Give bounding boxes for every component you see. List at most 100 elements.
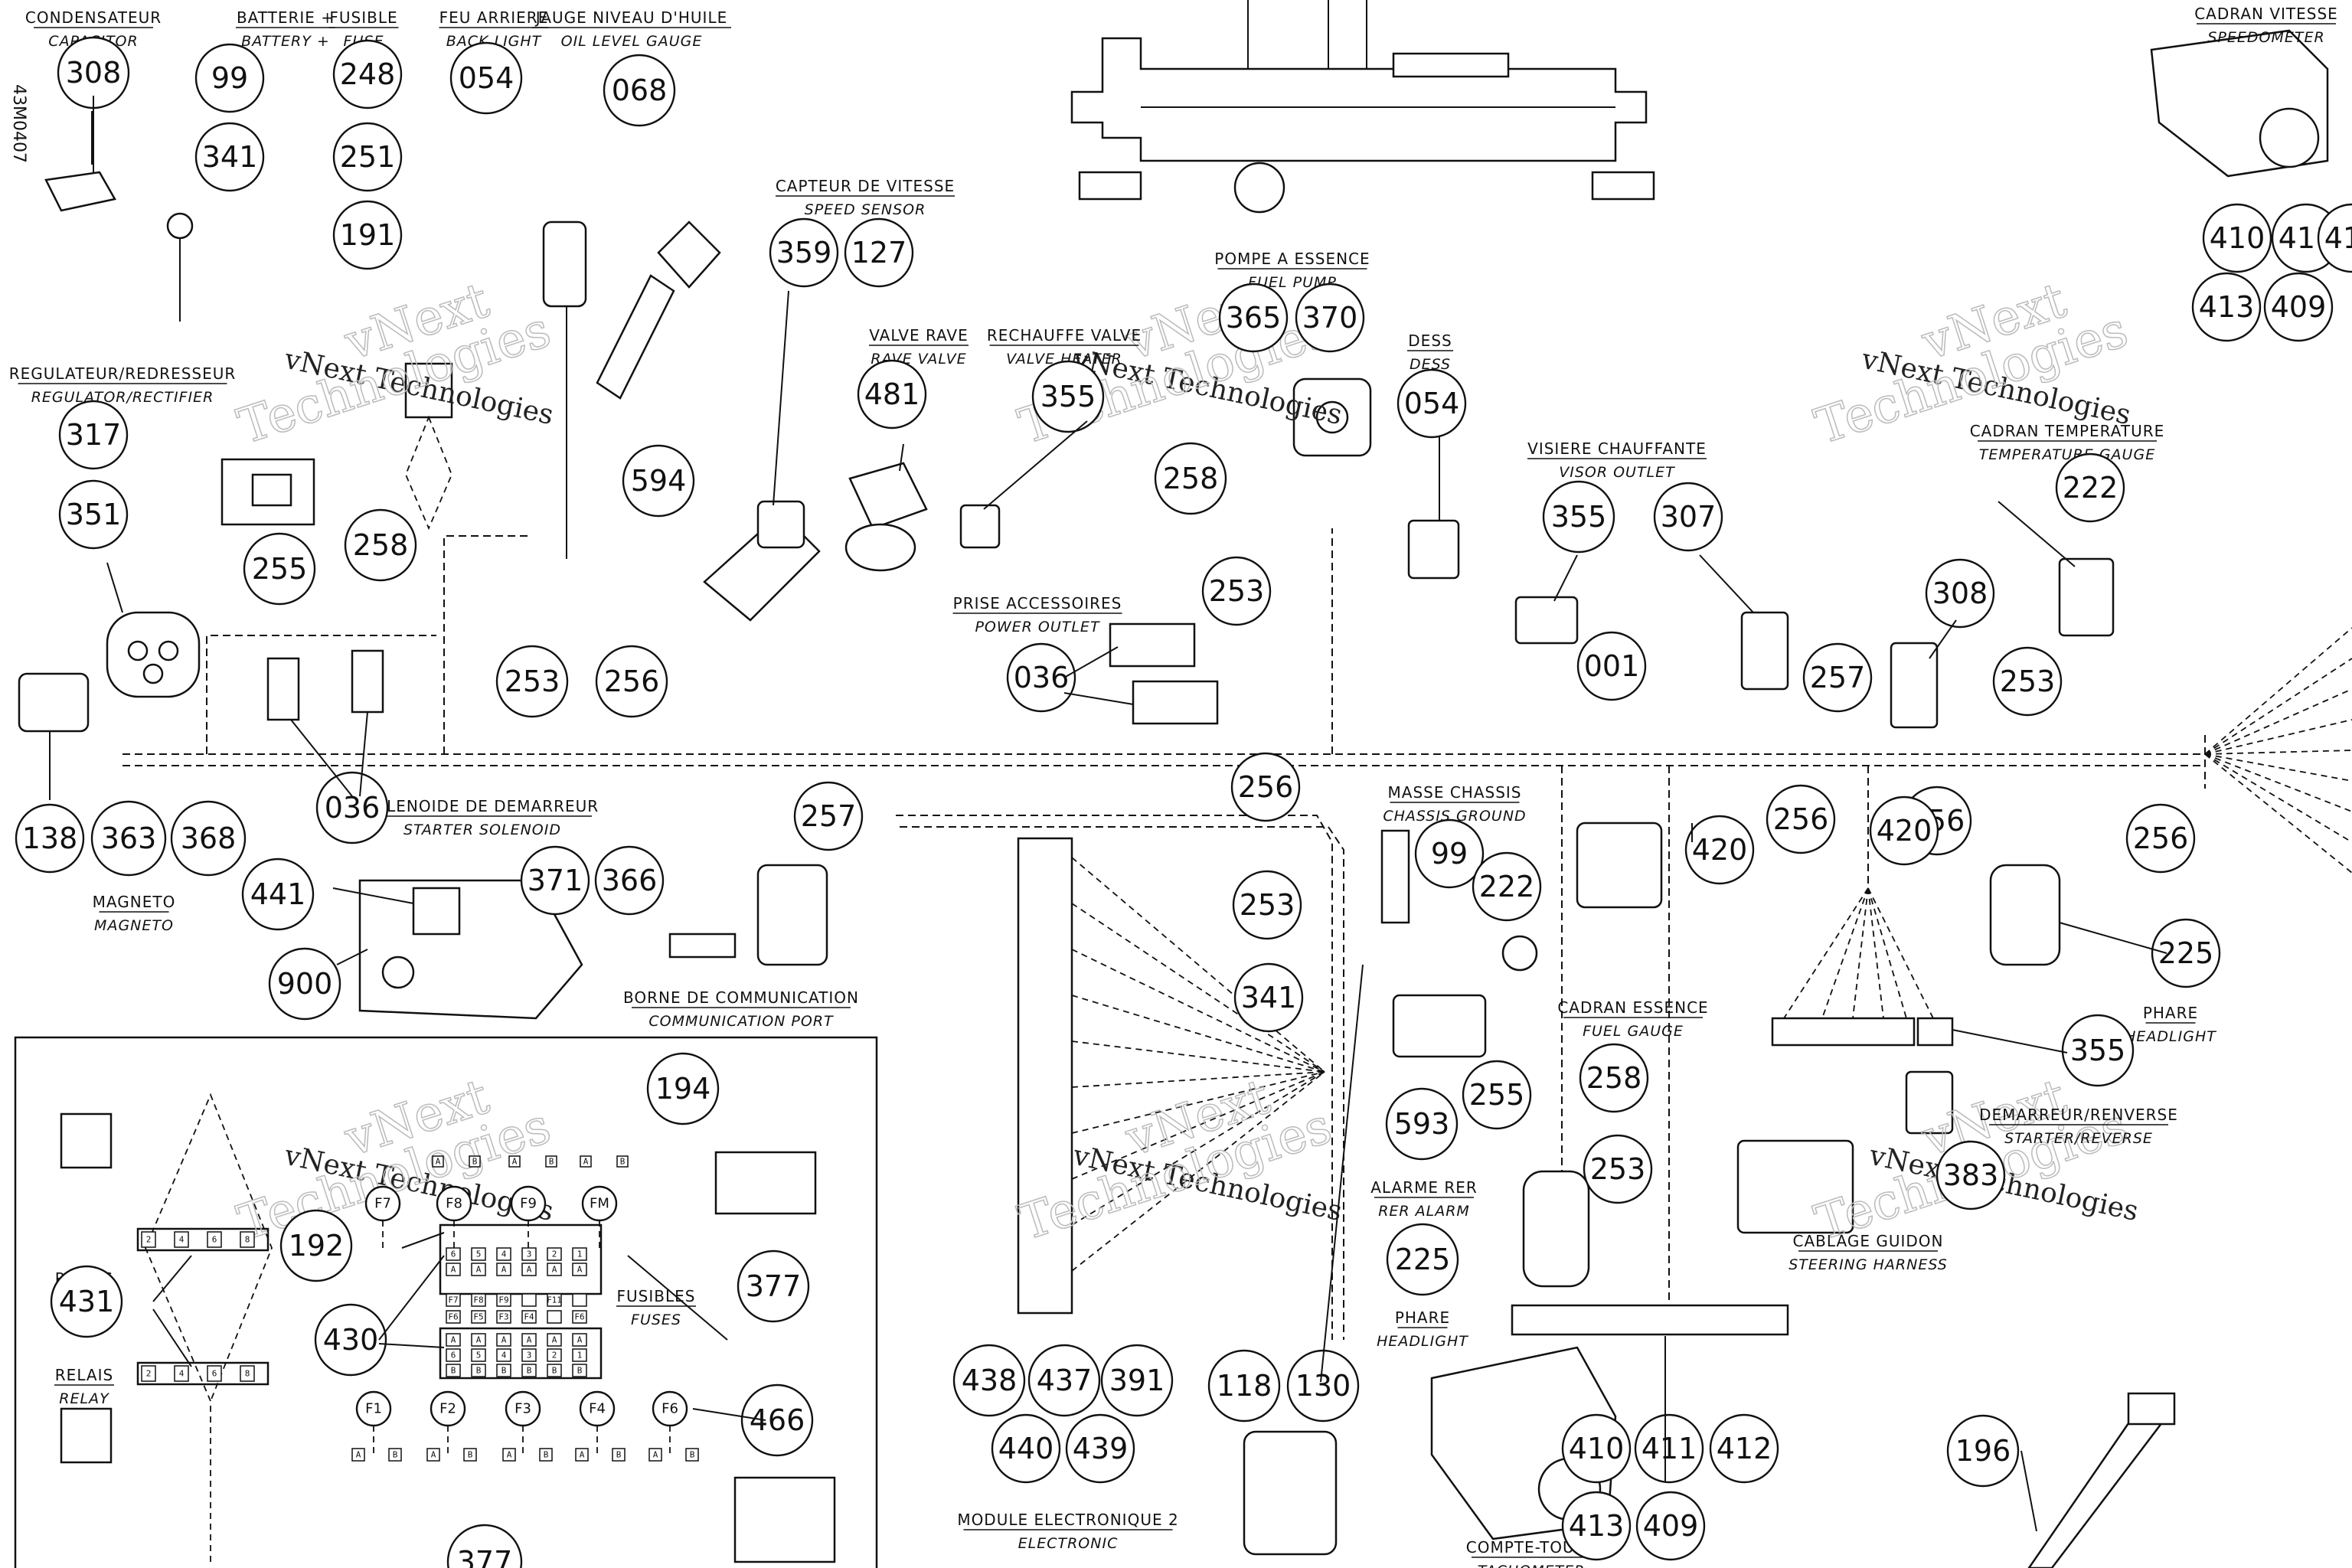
- fuse-pin-number-label: 2: [552, 1351, 557, 1361]
- fuse-tag: F9: [510, 1185, 547, 1250]
- callout-circle: [622, 444, 695, 518]
- fuse-pin-name: F6: [572, 1310, 587, 1324]
- callout-bubble: 900: [268, 947, 341, 1021]
- callout-bubble: 257: [793, 781, 864, 851]
- fuse-pin-number: 3: [521, 1348, 537, 1362]
- fuse-pin-letter-label: B: [501, 1366, 507, 1376]
- fuse-pin-letter: B: [496, 1364, 511, 1377]
- label-english: MAGNETO: [94, 917, 174, 934]
- speed-sensor: [703, 500, 821, 622]
- callout-number: 253: [2000, 665, 2056, 698]
- callout-circle: [1286, 1349, 1360, 1423]
- fuse-pin-number: 1: [572, 1247, 587, 1261]
- callout-circle: [1462, 1060, 1532, 1130]
- callout-circle: [446, 1524, 523, 1568]
- callout-number: 366: [602, 864, 658, 897]
- callout-circle: [857, 359, 927, 430]
- callout-number: 391: [1109, 1364, 1165, 1397]
- callout-bubble: 222: [2055, 452, 2125, 523]
- callout-number: 258: [1586, 1061, 1642, 1095]
- callout-circle: [58, 479, 129, 550]
- fuse-pin-number: 2: [547, 1247, 562, 1261]
- fuse-ab-pin-label: B: [620, 1157, 626, 1167]
- callout-bubble: 371: [520, 845, 590, 916]
- chassis-ground-block: [1380, 829, 1538, 972]
- communication-port: [668, 864, 828, 966]
- label-french: DESS: [1408, 332, 1452, 350]
- callout-bubble: 355: [1542, 480, 1615, 554]
- callout-number: 900: [277, 967, 333, 1001]
- fuse-pin-letter: B: [446, 1364, 461, 1377]
- callout-bubble: 256: [595, 645, 668, 718]
- fuse-pin-letter: A: [521, 1263, 537, 1276]
- oil-level-gauge: [542, 220, 721, 559]
- callout-number: 370: [1302, 301, 1358, 335]
- label-english: VISOR OUTLET: [1559, 464, 1675, 481]
- callout-circle: [1100, 1344, 1174, 1417]
- callout-bubble: 192: [279, 1209, 353, 1282]
- callout-bubble: 253: [1583, 1134, 1653, 1204]
- label-french: MODULE ELECTRONIQUE 2: [957, 1511, 1178, 1529]
- battery-terminal: [166, 212, 194, 322]
- fuse-ab-pin: A: [426, 1448, 440, 1462]
- callout-bubble: 256: [2125, 803, 2196, 874]
- label-french: RELAIS: [55, 1366, 113, 1384]
- label-english: TEMPERATURE GAUGE: [1979, 446, 2155, 463]
- fuel-gauge-connector: [1576, 822, 1663, 909]
- fuse-pin-name: F6: [446, 1310, 461, 1324]
- callout-circle: [1936, 1140, 2006, 1210]
- callout-circle: [1295, 283, 1365, 353]
- callout-circle: [1207, 1349, 1281, 1423]
- callout-number: 118: [1217, 1369, 1272, 1403]
- callout-circle: [332, 200, 403, 270]
- callout-bubble: 355: [1031, 360, 1105, 433]
- callout-circle: [243, 532, 316, 606]
- callout-number: 258: [1163, 462, 1219, 495]
- callout-circle: [2263, 272, 2334, 342]
- fuse-pin-number: 4: [496, 1348, 511, 1362]
- callout-bubble: 307: [1653, 482, 1723, 552]
- callout-number: 351: [66, 498, 122, 531]
- callout-bubble: 431: [50, 1265, 123, 1338]
- connector-118-130: [1243, 1430, 1338, 1556]
- callout-number: 593: [1394, 1107, 1450, 1141]
- fuse-pin-letter: A: [521, 1333, 537, 1347]
- callout-bubble: 481: [857, 359, 927, 430]
- callout-bubble: 420: [1684, 815, 1755, 885]
- callout-bubble: 593: [1385, 1087, 1459, 1161]
- fuse-pin-number: 4: [496, 1247, 511, 1261]
- label-french: CADRAN VITESSE: [2194, 5, 2338, 23]
- callout-bubble: 253: [495, 645, 569, 718]
- fuse-pin-letter: A: [572, 1333, 587, 1347]
- fuse-ab-pin-label: A: [507, 1450, 512, 1460]
- label-english: TACHOMETER: [1478, 1563, 1586, 1568]
- fuse-pin-letter-label: B: [552, 1366, 557, 1376]
- callout-circle: [1386, 1223, 1459, 1296]
- fuse-pin-letter: A: [496, 1263, 511, 1276]
- label-french: JAUGE NIVEAU D'HUILE: [534, 8, 727, 27]
- fuse-pin-letter: A: [547, 1263, 562, 1276]
- callout-circle: [170, 800, 247, 877]
- capacitor: [44, 111, 116, 212]
- fuse-pin-number-label: 6: [451, 1250, 456, 1259]
- label-english: SPEEDOMETER: [2207, 29, 2324, 46]
- fuse-pin-name-label: F8: [473, 1295, 483, 1305]
- callout-number: 191: [340, 218, 396, 252]
- headlight-right-connector: [1989, 864, 2061, 966]
- callout-bubble: 440: [991, 1413, 1061, 1484]
- fuse-tag-label: F9: [520, 1196, 537, 1212]
- relay-pin-label: 4: [179, 1369, 185, 1379]
- fuse-tag-label: FM: [590, 1196, 609, 1212]
- regulator-rectifier: [220, 458, 315, 526]
- label-english: OIL LEVEL GAUGE: [561, 33, 703, 50]
- callout-number: 308: [66, 56, 122, 90]
- relay-pin: 8: [240, 1231, 255, 1248]
- dess-connector: [1407, 519, 1460, 580]
- fuse-pin-letter: A: [446, 1263, 461, 1276]
- headlight-left-connector: [1522, 1170, 1590, 1288]
- callout-circle: [793, 781, 864, 851]
